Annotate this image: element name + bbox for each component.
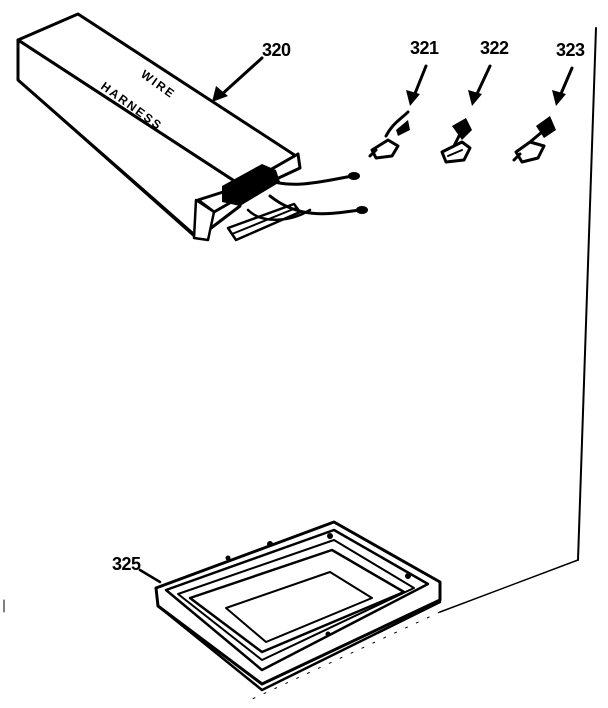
part-321-clip <box>368 110 410 160</box>
callout-322: 322 <box>480 38 509 58</box>
background-edge-lines <box>3 27 597 701</box>
callout-323: 323 <box>556 40 585 60</box>
part-325-tray <box>154 520 442 692</box>
callout-321: 321 <box>410 38 439 58</box>
callout-arrows <box>138 56 574 584</box>
callout-325: 325 <box>112 554 141 574</box>
part-322-connector <box>440 118 472 164</box>
callout-320: 320 <box>262 40 291 60</box>
part-320-wire-harness-box: WIRE HARNESS <box>16 12 368 242</box>
callout-labels: 320 321 322 323 325 <box>112 38 586 574</box>
part-323-terminal <box>512 116 556 164</box>
